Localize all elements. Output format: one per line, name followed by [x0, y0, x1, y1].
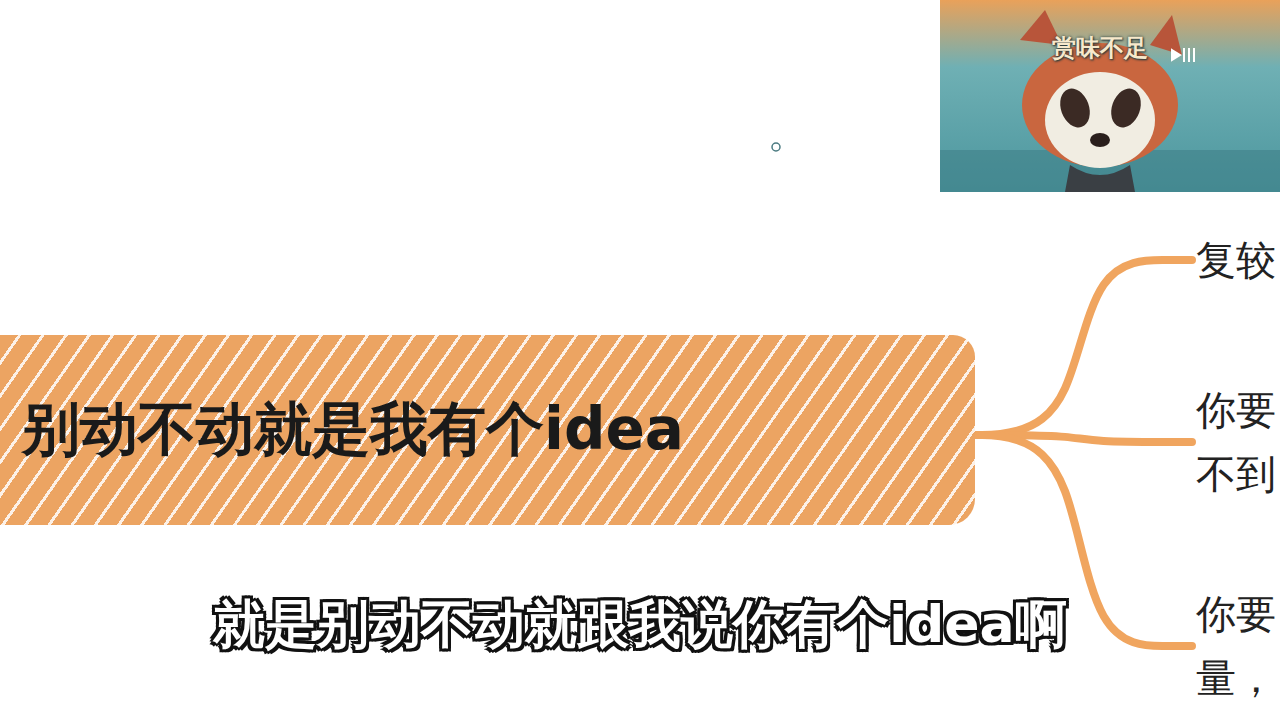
- video-title: 赏味不足: [1052, 32, 1148, 64]
- node-label: 你要 不到: [1196, 378, 1280, 506]
- branch-line: [975, 260, 1192, 435]
- subtitle: 就是别动不动就跟我说你有个idea啊: [213, 590, 1066, 660]
- central-topic: 别动不动就是我有个idea: [0, 335, 975, 525]
- video-inset: [940, 0, 1280, 192]
- stray-dot: [772, 143, 780, 151]
- node-label: 你要 量，: [1196, 582, 1280, 710]
- branch-topic: 你要 量，: [1196, 582, 1280, 710]
- branch-topic: 复较: [1196, 228, 1280, 292]
- branch-topic: 你要 不到: [1196, 378, 1280, 506]
- node-label: 复较: [1196, 228, 1280, 292]
- node-label: 别动不动就是我有个idea: [22, 391, 684, 469]
